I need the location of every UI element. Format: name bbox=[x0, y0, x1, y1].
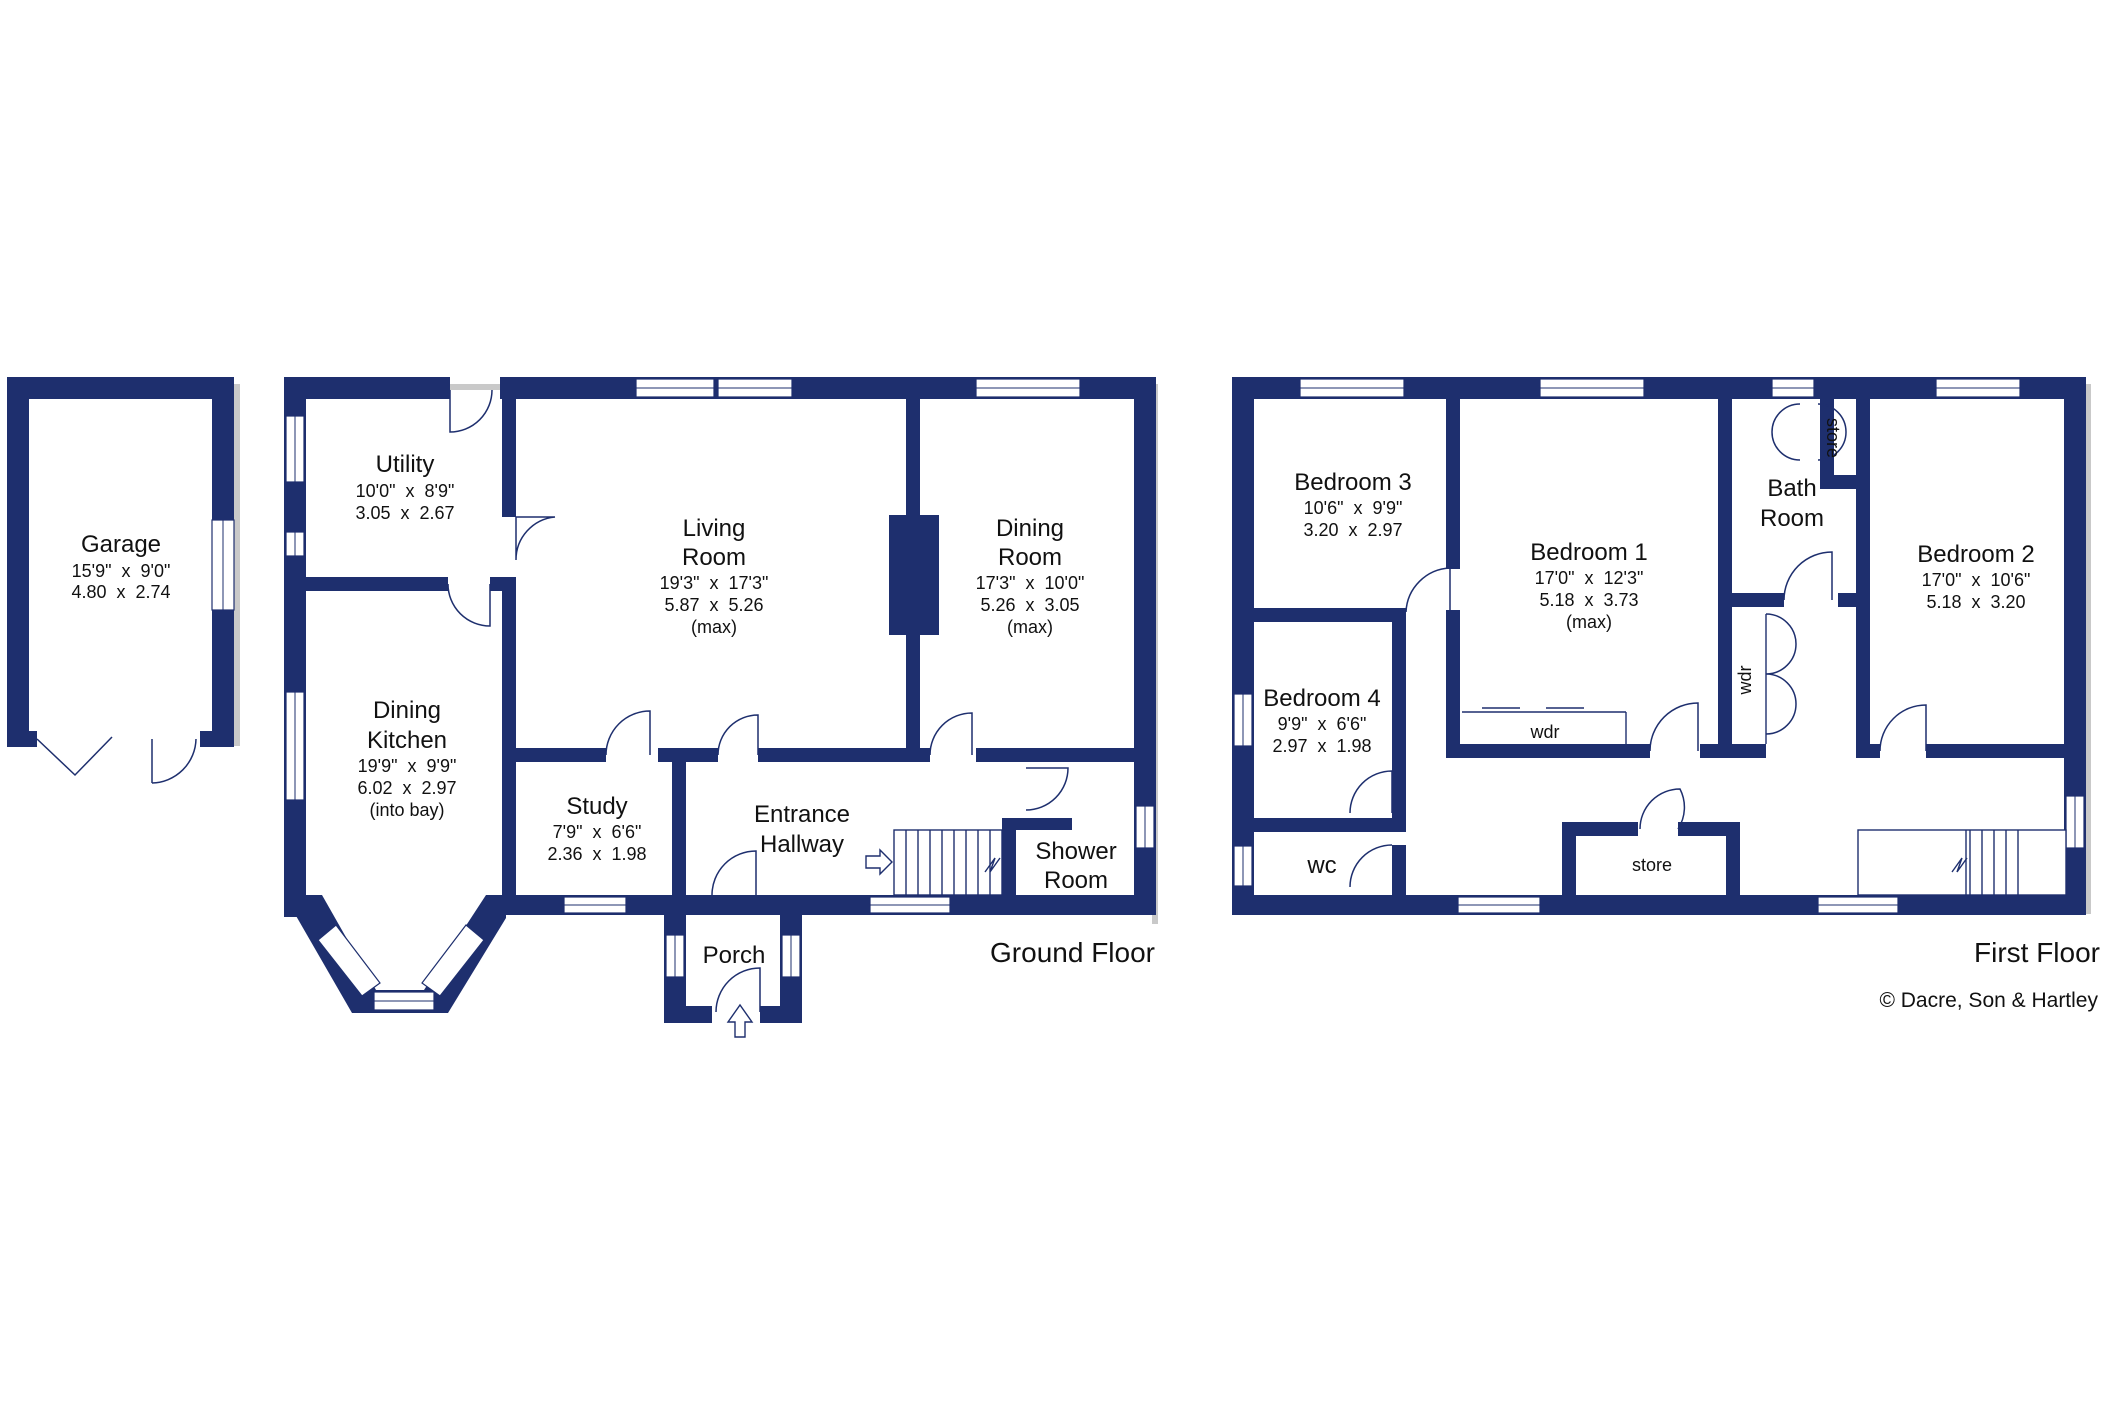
wardrobe-bedroom1 bbox=[1462, 707, 1627, 744]
bedroom4-dim-metric: 2.97 x 1.98 bbox=[1272, 736, 1371, 756]
first-floor-walls bbox=[1232, 377, 2086, 915]
dining-room-note: (max) bbox=[1007, 617, 1053, 637]
porch-name: Porch bbox=[703, 942, 766, 969]
study-dim-metric: 2.36 x 1.98 bbox=[547, 844, 646, 864]
copyright-text: © Dacre, Son & Hartley bbox=[1879, 989, 2098, 1012]
bathroom-name-2: Room bbox=[1760, 505, 1824, 532]
store-landing-name: store bbox=[1632, 855, 1672, 875]
wc-name: wc bbox=[1306, 852, 1336, 879]
store-bath-name: store bbox=[1823, 418, 1843, 458]
living-room-dim-metric: 5.87 x 5.26 bbox=[664, 595, 763, 615]
dining-room-dim-imperial: 17'3" x 10'0" bbox=[976, 573, 1085, 593]
ground-floor-stairs bbox=[893, 829, 1003, 896]
bedroom2-name: Bedroom 2 bbox=[1917, 541, 2034, 568]
garage-window bbox=[211, 519, 235, 611]
entrance-arrow-icon bbox=[726, 1003, 754, 1038]
utility-dim-metric: 3.05 x 2.67 bbox=[355, 503, 454, 523]
bedroom4-dim-imperial: 9'9" x 6'6" bbox=[1278, 714, 1367, 734]
bathroom-name-1: Bath bbox=[1767, 475, 1816, 502]
garage-dim-metric: 4.80 x 2.74 bbox=[71, 582, 170, 602]
garage-doors bbox=[36, 736, 197, 784]
stair-up-arrow-icon bbox=[865, 848, 893, 876]
dining-room-name-1: Dining bbox=[996, 515, 1064, 542]
first-floor-stairs bbox=[1857, 829, 2067, 896]
bedroom1-name: Bedroom 1 bbox=[1530, 539, 1647, 566]
entrance-hallway-name-1: Entrance bbox=[754, 801, 850, 828]
bedroom1-note: (max) bbox=[1566, 612, 1612, 632]
study-dim-imperial: 7'9" x 6'6" bbox=[553, 822, 642, 842]
bedroom4-name: Bedroom 4 bbox=[1263, 685, 1380, 712]
entrance-hallway-name-2: Hallway bbox=[760, 831, 844, 858]
dining-kitchen-name-2: Kitchen bbox=[367, 727, 447, 754]
bedroom2-dim-imperial: 17'0" x 10'6" bbox=[1922, 570, 2031, 590]
ground-floor-label: Ground Floor bbox=[990, 937, 1155, 968]
living-room-note: (max) bbox=[691, 617, 737, 637]
dining-kitchen-name-1: Dining bbox=[373, 697, 441, 724]
garage-name: Garage bbox=[81, 531, 161, 558]
shower-room-name-2: Room bbox=[1044, 867, 1108, 894]
bedroom1-dim-imperial: 17'0" x 12'3" bbox=[1535, 568, 1644, 588]
bedroom3-name: Bedroom 3 bbox=[1294, 469, 1411, 496]
dining-kitchen-dim-metric: 6.02 x 2.97 bbox=[357, 778, 456, 798]
bedroom3-dim-metric: 3.20 x 2.97 bbox=[1303, 520, 1402, 540]
bedroom2-dim-metric: 5.18 x 3.20 bbox=[1926, 592, 2025, 612]
wdr-landing-name: wdr bbox=[1735, 665, 1755, 695]
first-floor-windows bbox=[1233, 378, 2085, 914]
utility-name: Utility bbox=[376, 451, 435, 478]
utility-dim-imperial: 10'0" x 8'9" bbox=[356, 481, 455, 501]
dining-room-name-2: Room bbox=[998, 544, 1062, 571]
living-room-name-2: Room bbox=[682, 544, 746, 571]
living-room-dim-imperial: 19'3" x 17'3" bbox=[660, 573, 769, 593]
bedroom3-dim-imperial: 10'6" x 9'9" bbox=[1304, 498, 1403, 518]
first-floor-label: First Floor bbox=[1974, 937, 2100, 968]
ground-floor-windows bbox=[285, 378, 1155, 1011]
wdr-bedroom1-name: wdr bbox=[1529, 722, 1559, 742]
living-room-name-1: Living bbox=[683, 515, 746, 542]
garage-dim-imperial: 15'9" x 9'0" bbox=[72, 561, 171, 581]
bedroom1-dim-metric: 5.18 x 3.73 bbox=[1539, 590, 1638, 610]
study-name: Study bbox=[566, 793, 627, 820]
ground-floor-doors bbox=[447, 389, 1069, 1013]
dining-room-dim-metric: 5.26 x 3.05 bbox=[980, 595, 1079, 615]
dining-kitchen-note: (into bay) bbox=[369, 800, 444, 820]
dining-kitchen-dim-imperial: 19'9" x 9'9" bbox=[358, 756, 457, 776]
shower-room-name-1: Shower bbox=[1035, 838, 1116, 865]
